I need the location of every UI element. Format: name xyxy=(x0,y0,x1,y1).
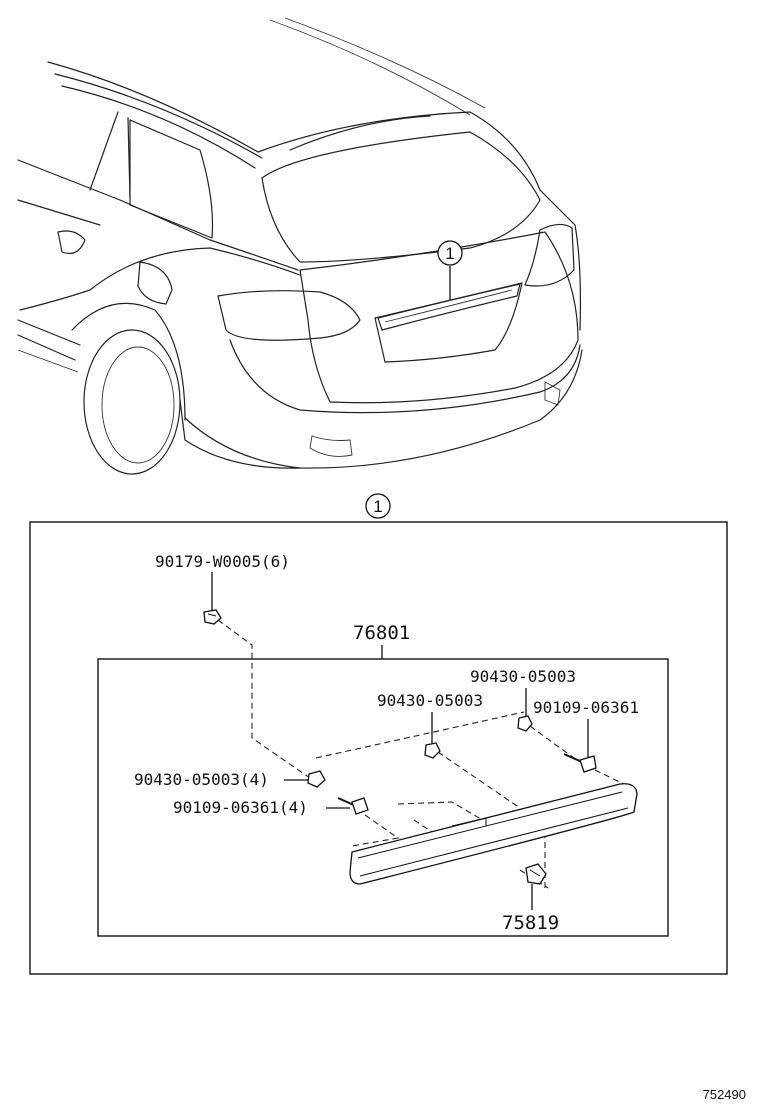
label-garnish-assembly: 76801 xyxy=(353,622,410,644)
outer-parts-frame xyxy=(29,521,728,975)
label-nut-center: 90430-05003 xyxy=(377,691,483,710)
nut-90430-center xyxy=(424,742,441,759)
inner-assembly-frame xyxy=(97,658,669,937)
vehicle-callout-number: 1 xyxy=(445,244,454,263)
label-screw-right: 90109-06361 xyxy=(533,698,639,717)
clip-75819 xyxy=(525,863,547,885)
vehicle-rear-illustration: 1 xyxy=(17,17,583,475)
screw-90109-left xyxy=(337,797,369,815)
nut-90430-right xyxy=(517,715,533,732)
vehicle-callout-circle xyxy=(437,240,463,266)
bolt-90179 xyxy=(203,609,222,625)
label-nut-right-top: 90430-05003 xyxy=(470,667,576,686)
label-screw-left: 90109-06361(4) xyxy=(173,798,308,817)
section-callout-number: 1 xyxy=(373,497,382,516)
figure-reference-number: 752490 xyxy=(703,1087,746,1102)
nut-90430-left xyxy=(307,770,326,788)
screw-90109-right xyxy=(563,753,597,773)
label-clip-bottom: 75819 xyxy=(502,912,559,934)
section-callout-circle xyxy=(365,493,391,519)
assembly-dash-lines xyxy=(217,619,637,889)
label-bolt-top: 90179-W0005(6) xyxy=(155,552,290,571)
back-door-garnish-76801 xyxy=(349,783,638,885)
label-nut-left: 90430-05003(4) xyxy=(134,770,269,789)
